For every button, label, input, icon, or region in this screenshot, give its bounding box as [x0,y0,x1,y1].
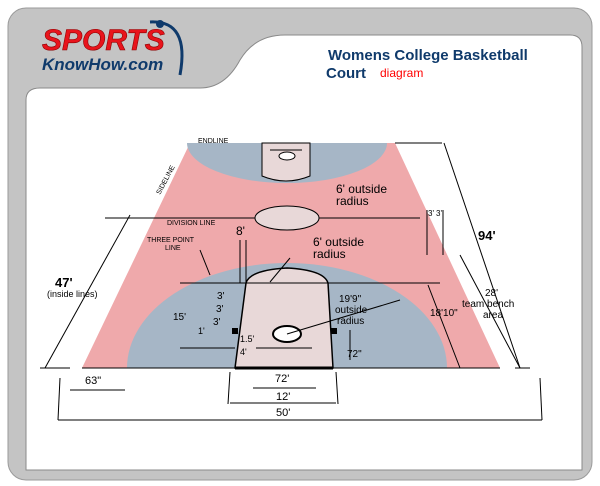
svg-text:radius: radius [336,194,369,208]
svg-text:3': 3' [216,304,224,315]
svg-text:1': 1' [198,326,205,336]
title-line1: Womens College Basketball [328,47,528,64]
svg-text:19'9": 19'9" [339,294,362,305]
logo-head-icon [156,20,164,28]
svg-text:18'10": 18'10" [430,308,458,319]
center-circle [254,205,320,231]
svg-text:(inside lines): (inside lines) [47,289,98,299]
svg-text:radius: radius [337,316,364,327]
svg-text:3': 3' [217,291,225,302]
dimension-labels: ENDLINE SIDELINE DIVISION LINE THREE POI… [47,138,514,419]
svg-text:DIVISION LINE: DIVISION LINE [167,220,216,227]
svg-text:6' outside: 6' outside [313,235,364,249]
svg-text:1.5': 1.5' [240,334,255,344]
svg-text:3': 3' [213,317,221,328]
title-sub: diagram [380,66,423,80]
svg-text:THREE POINT: THREE POINT [147,237,195,244]
svg-text:72": 72" [347,349,362,360]
svg-text:50': 50' [276,407,290,419]
svg-text:area: area [483,310,503,321]
logo[interactable]: SPORTS KnowHow.com [42,20,184,76]
svg-text:63": 63" [85,375,101,387]
court [82,142,500,370]
logo-knowhow: KnowHow.com [42,55,163,74]
svg-text:ENDLINE: ENDLINE [198,138,229,145]
free-throw-lane [234,267,334,369]
svg-text:radius: radius [313,247,346,261]
title-line2: Court [326,65,366,82]
svg-text:LINE: LINE [165,245,181,252]
svg-text:outside: outside [335,305,368,316]
svg-text:3': 3' [428,209,434,218]
svg-text:28': 28' [485,288,498,299]
logo-sports: SPORTS [42,24,165,57]
svg-text:3': 3' [436,209,442,218]
dimension-lines [40,142,543,421]
svg-text:94': 94' [478,228,496,243]
svg-text:8': 8' [236,224,245,238]
svg-text:6' outside: 6' outside [336,182,387,196]
svg-text:72': 72' [275,373,289,385]
svg-text:4': 4' [240,347,247,357]
svg-text:team bench: team bench [462,299,514,310]
svg-text:15': 15' [173,312,186,323]
svg-text:12': 12' [276,391,290,403]
svg-text:47': 47' [55,275,73,290]
